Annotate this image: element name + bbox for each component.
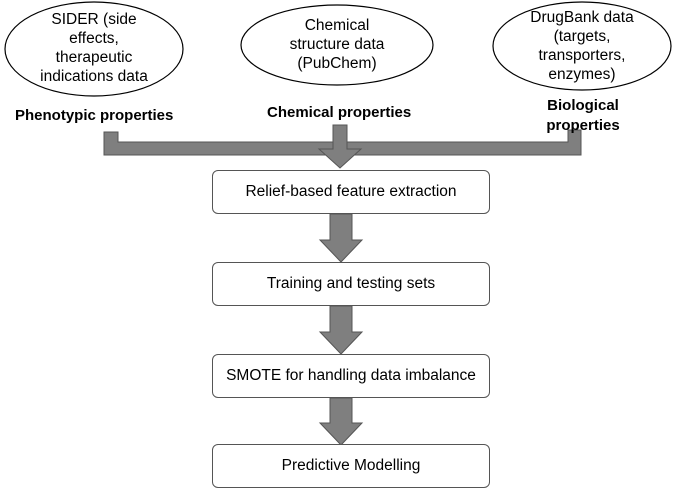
label-biological-line-1: Biological (547, 97, 619, 114)
oval-drugbank-line-4: enzymes) (548, 66, 616, 83)
oval-drugbank-line-2: (targets, (553, 28, 611, 45)
label-biological-line-2: properties (546, 117, 620, 134)
oval-drugbank-line-1: DrugBank data (530, 9, 634, 26)
oval-drugbank-text: DrugBank data (targets, transporters, en… (502, 8, 662, 84)
arrow-relief-to-training (318, 213, 364, 263)
oval-sider-line-4: indications data (40, 68, 148, 85)
oval-pubchem-line-1: Chemical (304, 17, 370, 34)
arrow-smote-to-modelling (318, 397, 364, 446)
step-predictive-modelling: Predictive Modelling (212, 444, 490, 488)
step-relief-feature-extraction: Relief-based feature extraction (212, 170, 490, 214)
label-biological-properties: Biological properties (543, 96, 623, 136)
step-training-testing-sets: Training and testing sets (212, 262, 490, 306)
oval-pubchem (240, 4, 434, 86)
arrow-training-to-smote (318, 305, 364, 355)
oval-drugbank-line-3: transporters, (538, 47, 626, 64)
oval-drugbank (492, 1, 672, 91)
step-smote-imbalance: SMOTE for handling data imbalance (212, 354, 490, 398)
oval-sider (4, 1, 184, 97)
arrow-merge-to-relief (317, 124, 363, 169)
oval-sider-line-1: SIDER (side (51, 11, 137, 28)
label-phenotypic-properties: Phenotypic properties (15, 107, 174, 124)
oval-pubchem-line-3: (PubChem) (297, 55, 377, 72)
label-chemical-properties: Chemical properties (267, 104, 412, 121)
oval-sider-text: SIDER (side effects, therapeutic indicat… (12, 10, 176, 86)
oval-pubchem-line-2: structure data (289, 36, 385, 53)
oval-sider-line-3: therapeutic (55, 49, 133, 66)
oval-pubchem-text: Chemical structure data (PubChem) (257, 16, 417, 73)
oval-sider-line-2: effects, (69, 30, 119, 47)
